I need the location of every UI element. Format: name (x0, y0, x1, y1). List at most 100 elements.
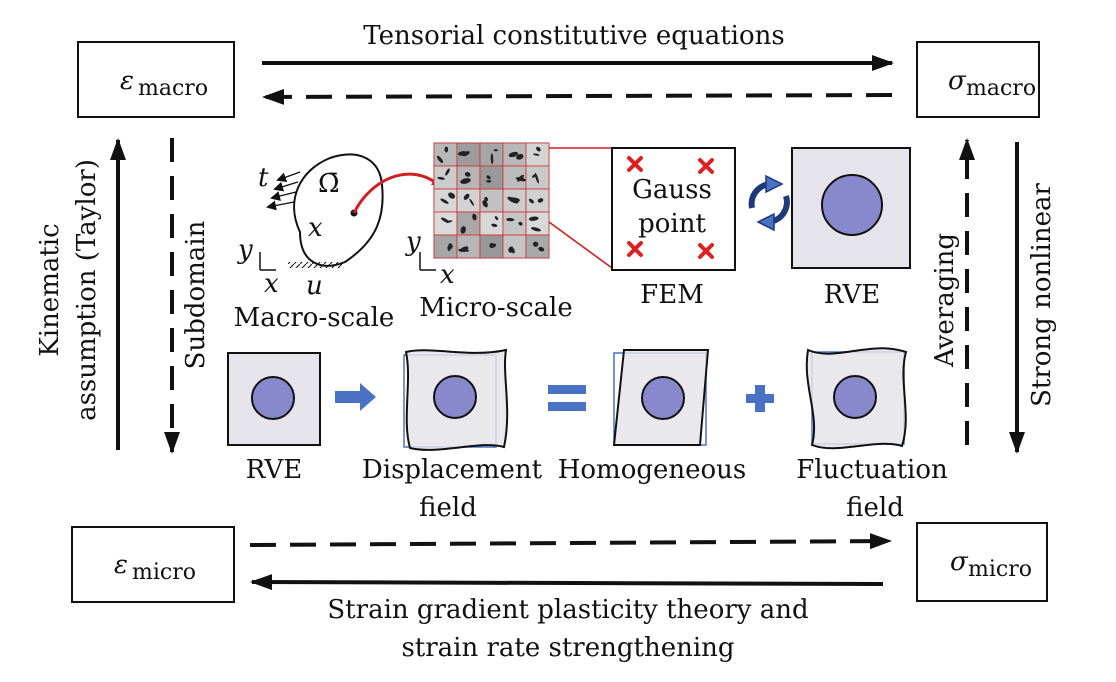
var-x: x (308, 213, 323, 243)
axis-y: y (237, 235, 253, 265)
micro-fiber (445, 168, 450, 176)
micro-cell (479, 211, 504, 236)
micro-fiber (530, 227, 542, 232)
micro-fiber (460, 226, 466, 234)
micro-fiber (532, 241, 539, 247)
eps-micro-symbol: ε (114, 550, 128, 580)
rve-bottom-label: RVE (246, 455, 302, 485)
gauss-point-markers (627, 156, 714, 259)
micro-cells (433, 142, 550, 259)
traction-arrows (266, 171, 301, 211)
sig-micro-symbol: σ (950, 547, 969, 577)
sig-macro-sub: macro (966, 76, 1036, 101)
micro-fiber (506, 217, 515, 222)
micro-fiber (444, 146, 449, 153)
right-arrow-icon (335, 383, 376, 411)
eps-macro-symbol: ε (120, 66, 134, 96)
micro-fiber (537, 198, 544, 203)
micro-cell (456, 234, 481, 259)
micro-cell (456, 188, 481, 213)
micro-fiber (538, 246, 545, 252)
micro-cell (479, 165, 504, 190)
bottom-dashed-arrow (249, 533, 892, 550)
fluctuation-label-line2: field (846, 493, 904, 523)
sig-macro-box: σ macro (916, 41, 1040, 118)
gauss-label-line1: Gauss (632, 175, 712, 205)
eps-macro-sub: macro (138, 76, 208, 101)
plus-icon (746, 385, 774, 412)
micro-fiber (517, 174, 525, 182)
gauss-label-line2: point (638, 209, 706, 239)
micro-fiber (490, 153, 494, 165)
left-outer-label-line1: Kinematic (35, 223, 65, 356)
micro-fiber (463, 193, 470, 200)
micro-axis-y: y (405, 227, 421, 257)
micro-fiber (491, 223, 498, 228)
micro-fiber (486, 175, 491, 180)
decomposition-row: RVE Displacement field Homogeneous Fluct… (227, 347, 948, 523)
homogeneous-label: Homogeneous (558, 455, 747, 485)
micro-fiber (489, 242, 495, 249)
micro-fiber (440, 198, 449, 204)
micro-fiber (462, 151, 470, 157)
micro-fiber (484, 196, 489, 202)
var-u: u (306, 271, 323, 301)
micro-fiber (469, 198, 475, 206)
displacement-label-line1: Displacement (362, 455, 543, 485)
macro-scale-body: t Ω̄ x u y x Macro-scale (234, 153, 442, 333)
macro-support-hatch (288, 262, 344, 268)
micro-fiber (532, 174, 536, 178)
micro-cell (456, 165, 481, 190)
micro-fiber (464, 171, 471, 177)
sig-macro-symbol: σ (948, 66, 967, 96)
rve-top: RVE (791, 147, 911, 310)
macro-scale-label: Macro-scale (234, 303, 395, 333)
micro-fiber (508, 151, 519, 158)
eps-micro-sub: micro (132, 560, 196, 585)
micro-cell (502, 211, 527, 236)
micro-fiber (528, 216, 539, 221)
zoom-line-bottom (548, 221, 613, 269)
micro-cell (433, 211, 458, 236)
micro-cell (502, 234, 527, 259)
left-outer-label-line2: assumption (Taylor) (72, 159, 102, 421)
bottom-solid-arrow (250, 574, 884, 591)
micro-fiber (436, 155, 444, 163)
micro-scale-grid: y x Micro-scale (405, 142, 573, 323)
right-inner-label: Averaging (930, 233, 960, 368)
micro-fiber (447, 246, 451, 251)
micro-fiber (518, 221, 523, 226)
right-outer-label: Strong nonlinear (1027, 183, 1057, 407)
micro-fiber (507, 196, 519, 204)
micro-fiber (459, 246, 469, 253)
eps-macro-box: ε macro (77, 41, 235, 118)
micro-fiber (493, 149, 498, 152)
micro-cell (525, 234, 550, 259)
omega-bar: Ω̄ (318, 169, 340, 199)
sig-micro-box: σ micro (916, 522, 1048, 602)
micro-fiber (445, 220, 453, 223)
micro-fiber (532, 153, 540, 156)
micro-fiber (516, 153, 524, 160)
fem-label: FEM (640, 280, 704, 310)
rve-top-label: RVE (824, 280, 880, 310)
bottom-label-line2: strain rate strengthening (401, 633, 734, 663)
var-t: t (258, 163, 269, 193)
left-inner-label: Subdomain (181, 220, 211, 369)
micro-cell (525, 211, 550, 236)
micro-axis-x: x (440, 260, 455, 290)
micro-fiber (486, 180, 492, 183)
rve-top-inclusion (821, 174, 883, 236)
micro-scale-label: Micro-scale (419, 293, 572, 323)
micro-fiber (511, 248, 515, 254)
equals-icon (548, 385, 586, 411)
bottom-label-line1: Strain gradient plasticity theory and (327, 595, 808, 625)
micro-fiber (494, 216, 499, 221)
micro-fiber (472, 213, 477, 221)
fluctuation-label-line1: Fluctuation (796, 455, 948, 485)
displacement-label-line2: field (419, 493, 477, 523)
micro-fiber (482, 200, 488, 208)
top-dashed-arrow (262, 88, 893, 105)
micro-fiber (437, 176, 445, 180)
